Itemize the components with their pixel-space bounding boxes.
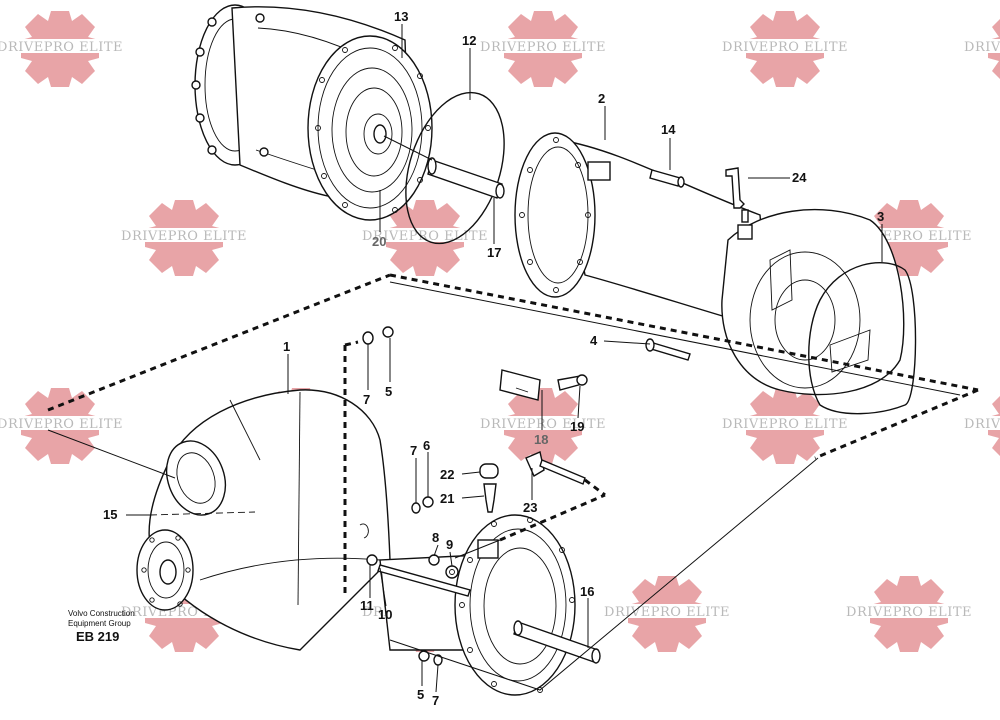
- callout-2: 2: [598, 91, 605, 106]
- assembly-dash-lines: [47, 273, 979, 595]
- drive-shaft: [427, 157, 505, 199]
- watermark-text: DRIVEPRO ELITE: [964, 417, 1000, 432]
- breather-fitting: [725, 167, 749, 223]
- differential-housing: [136, 389, 391, 651]
- watermark-text: DRIVEPRO ELITE: [0, 40, 123, 55]
- callout-11: 11: [360, 598, 374, 613]
- housing-flange-bolts: [519, 137, 591, 293]
- watermark-tile: DRIVEPRO ELITE: [722, 11, 848, 87]
- watermark-text: DRIVEPRO ELITE: [846, 605, 972, 620]
- watermark-text: DRIVEPRO ELITE: [121, 229, 247, 244]
- right-housing-flange: [379, 514, 576, 696]
- watermark-text: DRIVEPRO ELITE: [604, 605, 730, 620]
- caption-block: Volvo Construction Equipment Group EB 21…: [68, 609, 135, 644]
- callout-labels: 13 12 2 14 24 3 20 17 4 1 7 5 18 19 7 6 …: [103, 9, 884, 708]
- callout-18: 18: [534, 432, 548, 447]
- callout-10: 10: [378, 607, 392, 622]
- callout-5-upper: 5: [385, 384, 392, 399]
- gasket: [808, 262, 917, 415]
- callout-3: 3: [877, 209, 884, 224]
- caption-company: Volvo Construction: [68, 609, 135, 618]
- callout-7-lower: 7: [432, 693, 439, 708]
- watermark-tile: DRIVEPRO ELITE: [480, 11, 606, 87]
- watermark-tile: DRIVEPRO ELITE: [121, 200, 247, 276]
- hub-bolt-ring: [315, 45, 431, 213]
- callout-4: 4: [590, 333, 598, 348]
- flange-bolts-diff: [141, 535, 191, 607]
- watermark-text: DRIVEPRO ELITE: [722, 417, 848, 432]
- callout-8: 8: [432, 530, 439, 545]
- watermark-tile: DRIVEPRO ELITE: [722, 388, 848, 464]
- watermark-tile: DRIVEPRO ELITE: [0, 388, 123, 464]
- wheel-studs: [191, 13, 269, 157]
- callout-14: 14: [661, 122, 676, 137]
- watermark-text: DRIVEPRO ELITE: [480, 417, 606, 432]
- callout-21: 21: [440, 491, 454, 506]
- small-hardware: [359, 326, 588, 666]
- watermark-tile: DRIVEPRO ELITE: [604, 576, 730, 652]
- callout-9: 9: [446, 537, 453, 552]
- callout-leaders: [126, 24, 883, 693]
- callout-13: 13: [394, 9, 408, 24]
- flange-bolt: [649, 169, 685, 188]
- watermark-tile: DRIVEPRO ELITE: [0, 11, 123, 87]
- callout-15: 15: [103, 507, 117, 522]
- watermark-tile: DRIVEPRO ELITE: [964, 388, 1000, 464]
- callout-19: 19: [570, 419, 584, 434]
- callout-22: 22: [440, 467, 454, 482]
- watermark-tile: DRIVEPRO ELITE: [480, 388, 606, 464]
- watermark-text: DRIVEPRO ELITE: [480, 40, 606, 55]
- callout-24: 24: [792, 170, 807, 185]
- callout-16: 16: [580, 584, 594, 599]
- callout-23: 23: [523, 500, 537, 515]
- long-bolt: [645, 338, 691, 361]
- callout-12: 12: [462, 33, 476, 48]
- caption-group: Equipment Group: [68, 619, 131, 628]
- watermark-text: DRIVEPRO ELITE: [722, 40, 848, 55]
- callout-17: 17: [487, 245, 501, 260]
- hub-assembly: [191, 4, 433, 221]
- watermark-tile: DRIVEPRO ELITE: [362, 200, 488, 276]
- watermark-text: DRIVEPRO ELITE: [964, 40, 1000, 55]
- callout-5-lower: 5: [417, 687, 424, 702]
- callout-6: 6: [423, 438, 430, 453]
- axle-housing: [514, 132, 905, 396]
- alignment-lines: [47, 281, 961, 691]
- watermark-tile: DRIVEPRO ELITE: [846, 576, 972, 652]
- inner-shaft: [149, 511, 256, 516]
- callout-7-mid: 7: [410, 443, 417, 458]
- watermark-text: DRIVEPRO ELITE: [0, 417, 123, 432]
- callout-1: 1: [283, 339, 290, 354]
- callout-7-upper: 7: [363, 392, 370, 407]
- watermark-text: DRIVEPRO ELITE: [362, 229, 488, 244]
- axle-shaft: [513, 620, 601, 664]
- callout-20: 20: [372, 234, 386, 249]
- caption-code: EB 219: [76, 629, 119, 644]
- watermark-tile: DRIVEPRO ELITE: [964, 11, 1000, 87]
